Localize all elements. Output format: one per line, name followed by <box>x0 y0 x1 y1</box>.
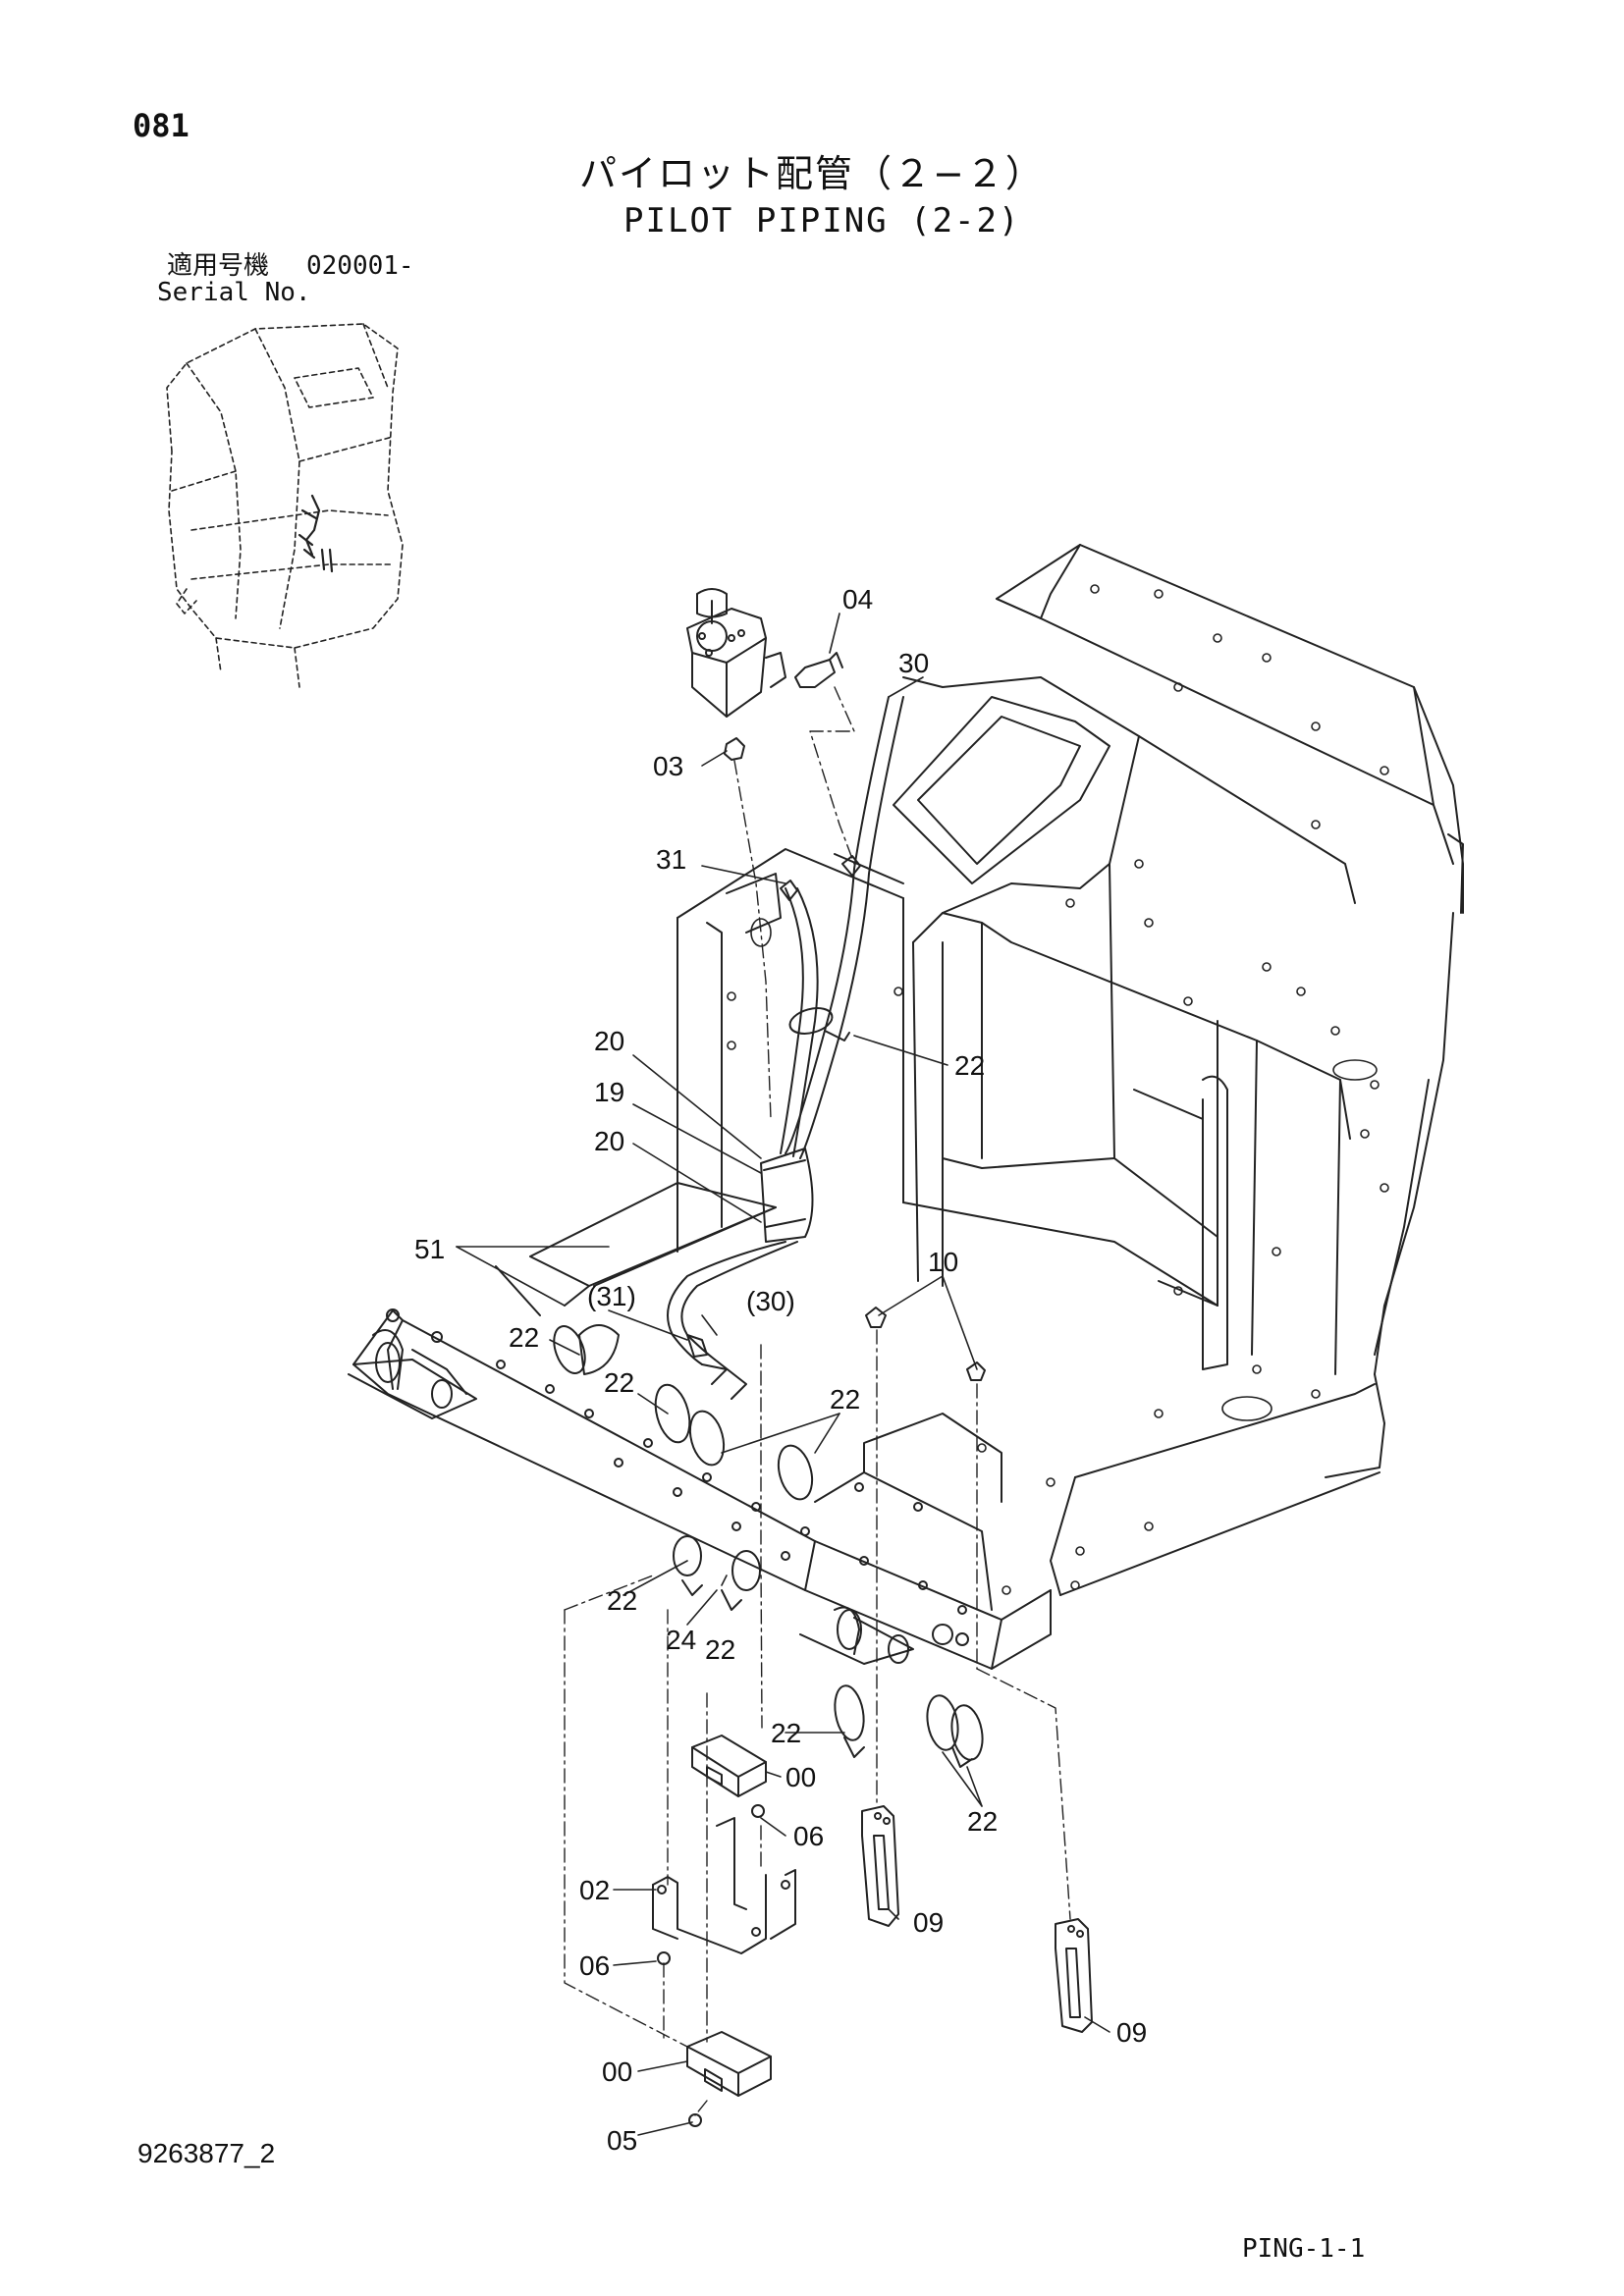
hose-fittings <box>686 855 861 1358</box>
callout-20-b: 20 <box>594 1126 624 1156</box>
callout-30: 30 <box>898 648 929 678</box>
pilot-valve <box>686 588 786 718</box>
cab-floor-frame <box>677 544 1464 1596</box>
cab-overview-detail <box>298 494 334 573</box>
elbow-fitting-04 <box>794 652 843 688</box>
switch-box-lower <box>686 2031 772 2127</box>
serial-value: 020001- <box>306 251 414 281</box>
callout-22-g: 22 <box>771 1718 801 1748</box>
callout-10: 10 <box>928 1247 958 1277</box>
pilot-hoses <box>667 696 904 1400</box>
callout-22-h: 22 <box>967 1806 998 1837</box>
front-cross-beam <box>348 1182 1052 1670</box>
callout-03: 03 <box>653 751 683 781</box>
callout-22-a: 22 <box>954 1050 985 1081</box>
callout-22-e: 22 <box>607 1585 637 1616</box>
callout-51: 51 <box>414 1234 445 1264</box>
callout-06-a: 06 <box>793 1821 824 1851</box>
hook-09-left <box>861 1805 899 1927</box>
title-japanese: パイロット配管（２−２） <box>579 152 1045 195</box>
hook-09-right <box>1055 1918 1093 2033</box>
callout-30-ref: (30) <box>746 1286 795 1316</box>
switch-box-upper <box>691 1735 767 1818</box>
callout-22-b: 22 <box>509 1322 539 1353</box>
callout-04: 04 <box>842 584 873 614</box>
callout-00-a: 00 <box>785 1762 816 1792</box>
bracket-02 <box>652 1817 796 1965</box>
callout-labels: 04 30 03 31 22 20 19 20 51 10 (31) (30) … <box>414 584 1147 2156</box>
fitting-03 <box>724 737 745 761</box>
callout-31-ref: (31) <box>587 1281 636 1311</box>
callout-22-d: 22 <box>830 1384 860 1415</box>
leader-lines <box>456 613 1110 2136</box>
page-reference: PING-1-1 <box>1242 2234 1366 2264</box>
callout-02: 02 <box>579 1875 610 1905</box>
assembly-lines <box>564 686 1071 2116</box>
serial-label-japanese: 適用号機 <box>167 251 270 281</box>
callout-00-b: 00 <box>602 2056 632 2087</box>
callout-06-b: 06 <box>579 1950 610 1981</box>
callout-09-a: 09 <box>913 1907 944 1938</box>
callout-19: 19 <box>594 1077 624 1107</box>
callout-24: 24 <box>666 1625 696 1655</box>
callout-20-a: 20 <box>594 1026 624 1056</box>
callout-22-f: 22 <box>705 1634 735 1665</box>
page-number: 081 <box>133 107 189 144</box>
callout-05: 05 <box>607 2125 637 2156</box>
frame-holes <box>727 584 1389 1595</box>
callout-09-b: 09 <box>1116 2017 1147 2048</box>
document-number: 9263877_2 <box>137 2138 276 2168</box>
callout-31: 31 <box>656 844 686 875</box>
hose-clips <box>553 1007 984 1768</box>
cab-overview-inset <box>166 323 404 688</box>
callout-22-c: 22 <box>604 1367 634 1398</box>
serial-label-english: Serial No. <box>157 278 311 307</box>
title-english: PILOT PIPING (2-2) <box>623 201 1021 240</box>
